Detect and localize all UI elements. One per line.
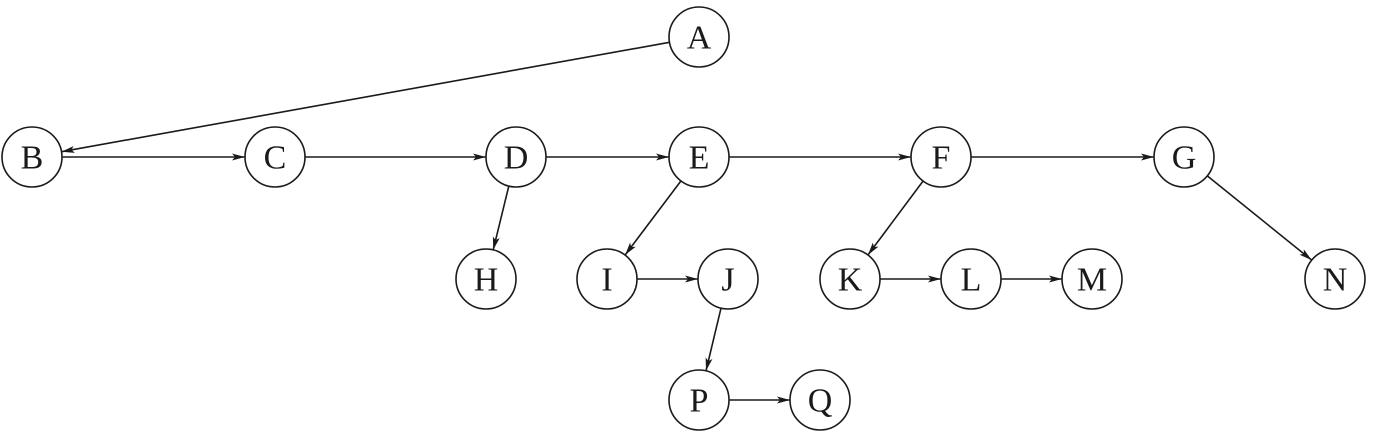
node-n: N [1304,248,1366,310]
node-j: J [697,248,759,310]
node-p: P [668,369,730,431]
node-a: A [668,6,730,68]
node-circle-k [819,248,881,310]
node-q: Q [789,369,851,431]
node-label-h: H [474,262,499,299]
node-label-k: K [838,262,863,299]
edge-a-b [61,41,670,153]
node-label-c: C [264,140,287,177]
node-circle-f [910,126,972,188]
node-label-d: D [504,140,529,177]
node-label-g: G [1172,140,1197,177]
node-label-n: N [1323,262,1348,299]
node-label-b: B [21,140,44,177]
nodes-layer: A B C D E F G H I J K L M N P Q [1,6,1366,431]
node-label-i: I [601,262,612,299]
node-label-e: E [689,140,710,177]
node-h: H [455,248,517,310]
node-circle-b [1,126,63,188]
edge-d-h [492,185,510,251]
node-e: E [668,126,730,188]
node-d: D [485,126,547,188]
node-circle-l [940,248,1002,310]
edge-g-n [1206,175,1313,261]
node-l: L [940,248,1002,310]
node-label-q: Q [808,383,833,420]
node-circle-j [697,248,759,310]
node-b: B [1,126,63,188]
edge-f-k [867,180,924,256]
edge-e-i [624,180,682,256]
node-circle-q [789,369,851,431]
node-circle-c [244,126,306,188]
node-m: M [1061,248,1123,310]
node-label-p: P [690,383,709,420]
node-circle-d [485,126,547,188]
node-circle-a [668,6,730,68]
edge-j-p [705,308,722,371]
node-circle-p [668,369,730,431]
node-i: I [576,248,638,310]
node-circle-g [1153,126,1215,188]
node-c: C [244,126,306,188]
node-label-f: F [932,140,951,177]
node-circle-n [1304,248,1366,310]
node-label-l: L [961,262,982,299]
node-label-j: J [721,262,734,299]
node-circle-i [576,248,638,310]
node-f: F [910,126,972,188]
node-circle-e [668,126,730,188]
node-label-m: M [1077,262,1107,299]
node-label-a: A [687,20,712,57]
node-k: K [819,248,881,310]
node-g: G [1153,126,1215,188]
node-circle-h [455,248,517,310]
node-circle-m [1061,248,1123,310]
edges-layer [61,41,1313,404]
